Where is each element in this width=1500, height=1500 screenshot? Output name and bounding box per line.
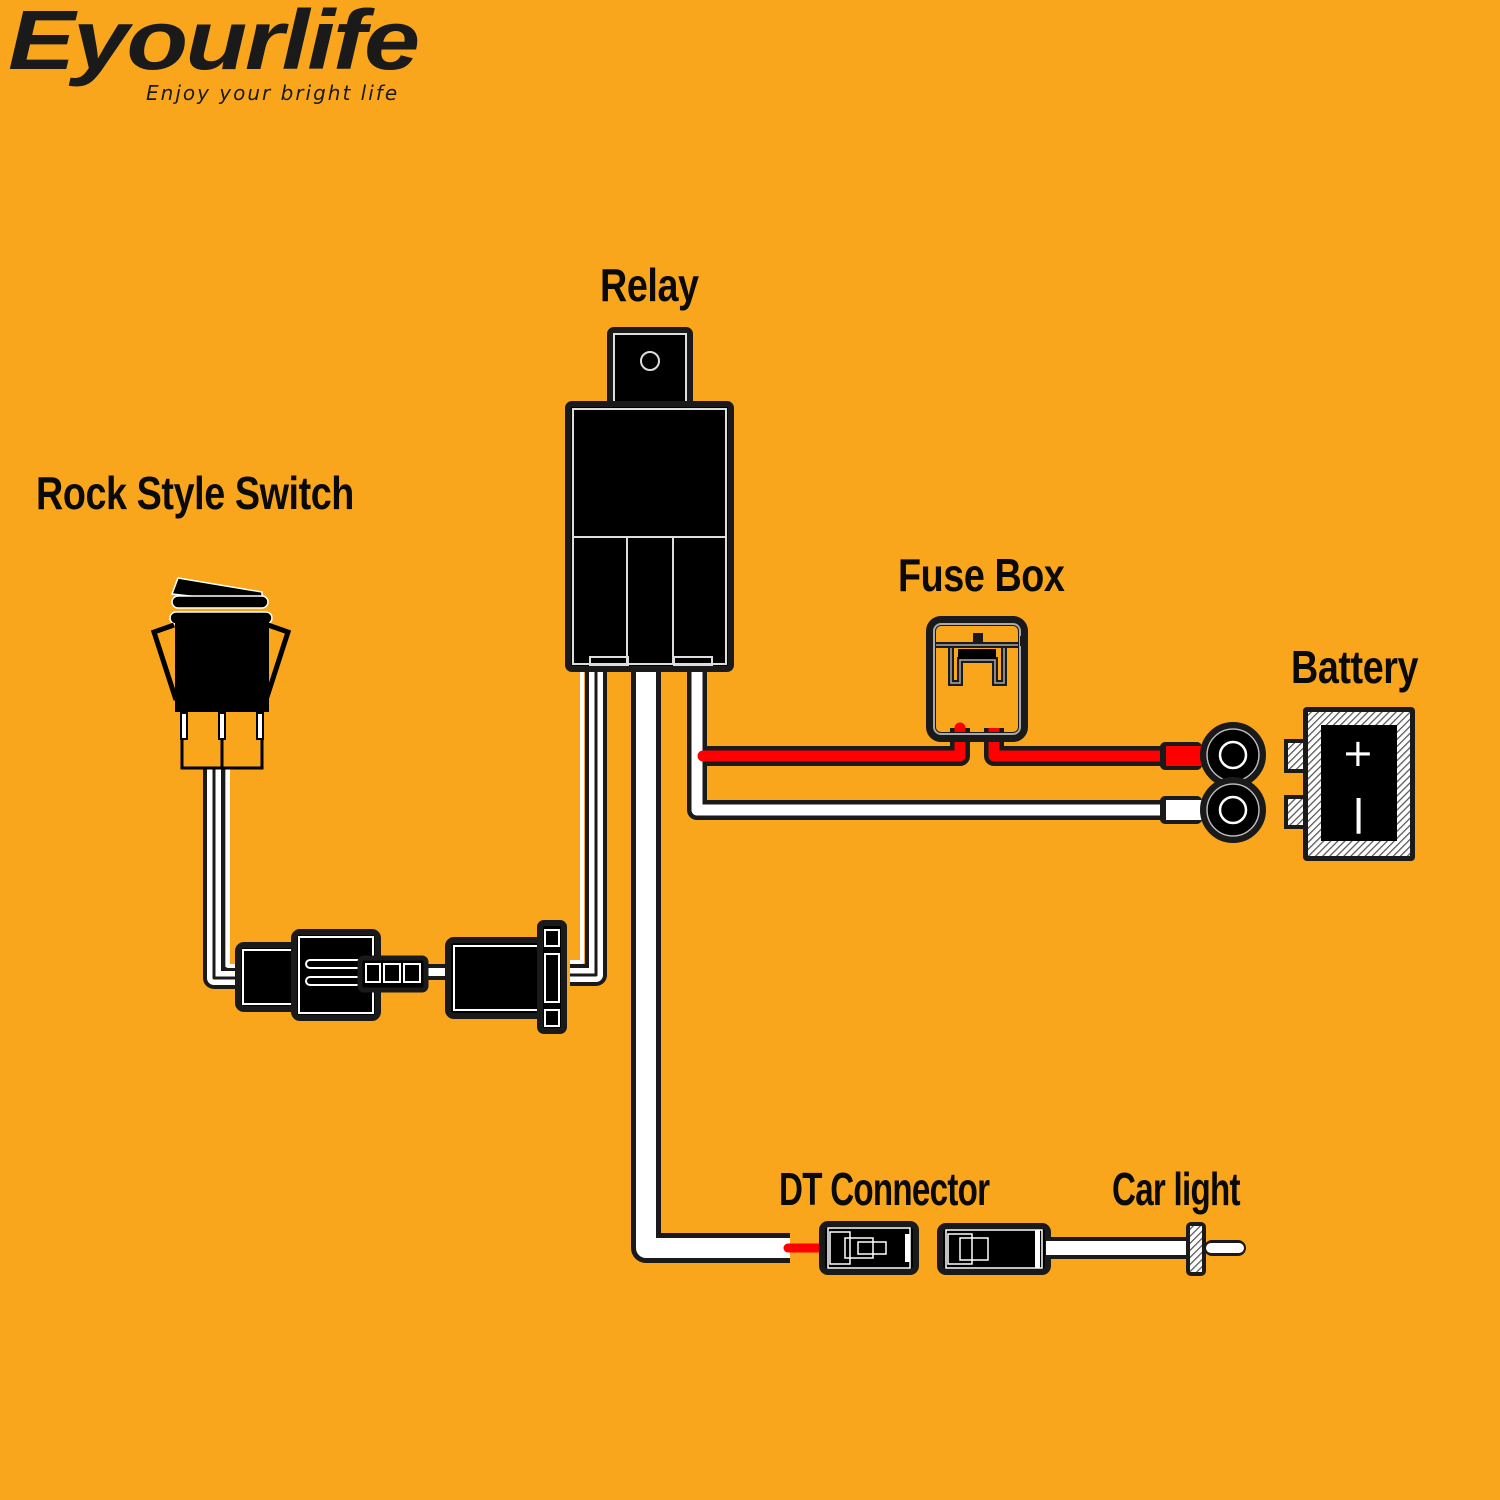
car-light-plug[interactable] [937,1222,1246,1276]
ring-terminal-positive[interactable] [1160,722,1266,788]
fuse-box[interactable] [926,616,1028,742]
dt-connector[interactable] [819,1221,919,1275]
mounting-hole-icon [640,351,660,371]
label-relay: Relay [600,259,699,311]
label-fuse-box: Fuse Box [898,549,1065,601]
label-battery: Battery [1291,641,1419,693]
rocker-switch[interactable] [150,577,292,770]
switch-harness-connector[interactable] [235,920,567,1034]
logo-wordmark: Eyourlife [8,0,420,87]
wire-relay-to-battery-negative [687,668,1178,820]
relay[interactable] [565,327,734,672]
battery-negative-symbol: | [1352,793,1366,834]
ring-terminal-negative[interactable] [1160,777,1266,843]
wire-relay-to-fuse [697,722,970,766]
battery-positive-symbol: + [1342,731,1374,775]
battery[interactable] [1284,707,1415,861]
logo-tagline: Enjoy your bright life [146,81,400,105]
label-switch: Rock Style Switch [36,467,354,519]
label-dt-connector: DT Connector [779,1163,990,1215]
label-car-light: Car light [1112,1163,1241,1215]
rocker-cap [169,577,273,625]
